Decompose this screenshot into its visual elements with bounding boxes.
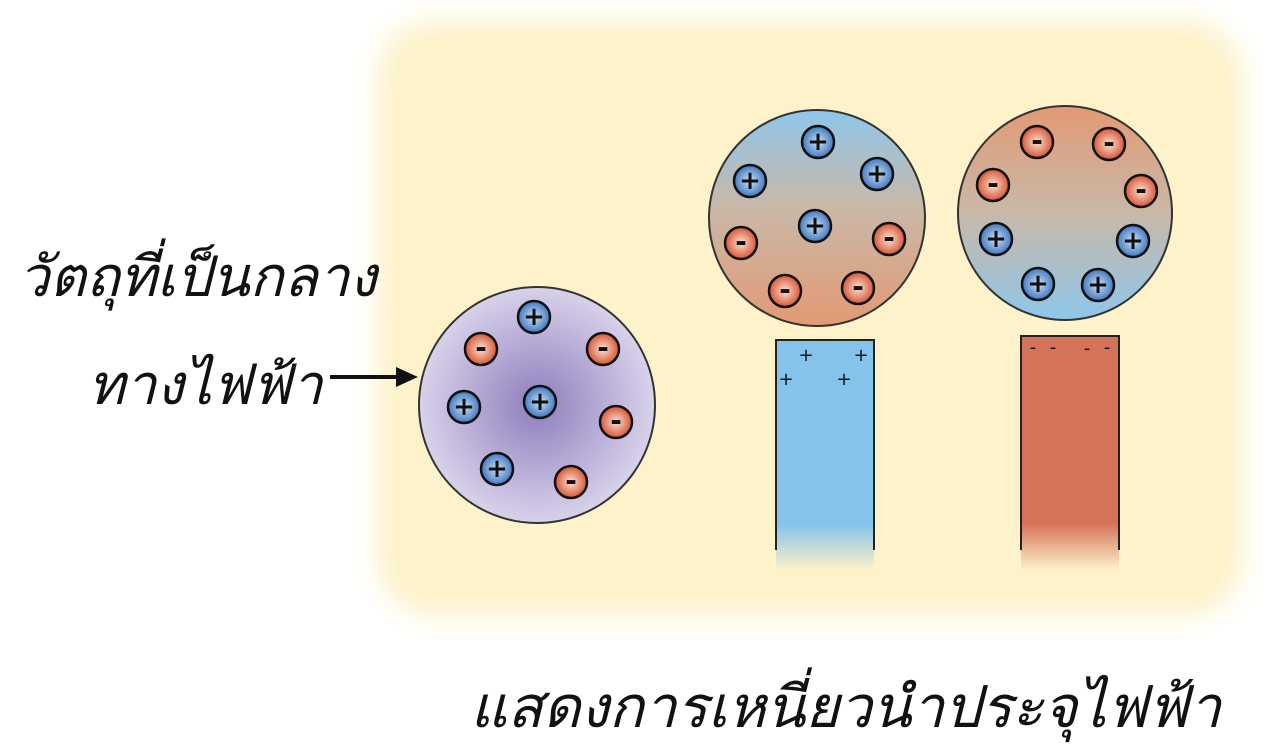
svg-text:-: -: [779, 273, 791, 306]
svg-text:+: +: [866, 159, 888, 189]
negative-charge: -: [723, 225, 759, 261]
sphere-attracting-negative: [957, 105, 1173, 321]
rod-surface-positive-charge: +: [778, 369, 793, 390]
positive-charge: +: [516, 299, 552, 335]
positive-charge: +: [522, 384, 558, 420]
positive-charge: +: [1115, 223, 1151, 259]
neutral-object-label-line1: วัตถุที่เป็นกลาง: [18, 245, 377, 310]
negative-charge: -: [553, 464, 589, 500]
positive-charge: +: [797, 208, 833, 244]
svg-text:-: -: [852, 270, 864, 303]
negative-charge: -: [871, 221, 907, 257]
negative-charge: -: [1123, 173, 1159, 209]
rod-surface-positive-charge: +: [836, 369, 851, 390]
rod-surface-positive-charge: +: [853, 345, 868, 366]
svg-text:-: -: [1031, 124, 1043, 157]
svg-text:-: -: [565, 464, 577, 497]
positive-charge: +: [446, 389, 482, 425]
negative-charge: -: [840, 270, 876, 306]
positive-charge: +: [859, 156, 895, 192]
positive-rod: [775, 339, 875, 570]
svg-text:+: +: [807, 127, 829, 157]
positive-charge: +: [732, 163, 768, 199]
svg-text:-: -: [735, 225, 747, 258]
diagram-caption: แสดงการเหนี่ยวนำประจุไฟฟ้า: [470, 673, 1222, 741]
rod-surface-negative-charge: -: [1030, 337, 1037, 358]
svg-text:+: +: [453, 392, 475, 422]
negative-charge: -: [585, 331, 621, 367]
negative-charge: -: [975, 167, 1011, 203]
svg-text:+: +: [529, 387, 551, 417]
svg-text:+: +: [523, 302, 545, 332]
positive-charge: +: [479, 451, 515, 487]
svg-text:-: -: [1103, 126, 1115, 159]
rod-surface-positive-charge: +: [798, 345, 813, 366]
negative-charge: -: [598, 404, 634, 440]
svg-text:-: -: [610, 404, 622, 437]
negative-charge: -: [463, 331, 499, 367]
svg-text:+: +: [1027, 269, 1049, 299]
svg-text:+: +: [739, 166, 761, 196]
negative-charge: -: [1019, 124, 1055, 160]
svg-text:+: +: [985, 224, 1007, 254]
svg-text:+: +: [486, 454, 508, 484]
svg-text:-: -: [475, 331, 487, 364]
rod-surface-negative-charge: -: [1084, 338, 1091, 359]
positive-charge: +: [1020, 266, 1056, 302]
rod-surface-negative-charge: -: [1050, 337, 1057, 358]
svg-text:-: -: [597, 331, 609, 364]
rod-surface-negative-charge: -: [1104, 337, 1111, 358]
positive-charge: +: [800, 124, 836, 160]
svg-text:-: -: [883, 221, 895, 254]
negative-charge: -: [1091, 126, 1127, 162]
svg-text:+: +: [1122, 226, 1144, 256]
svg-text:+: +: [1087, 270, 1109, 300]
negative-rod: [1020, 335, 1120, 570]
svg-text:-: -: [1135, 173, 1147, 206]
neutral-object-label-line2: ทางไฟฟ้า: [88, 353, 323, 418]
arrow-to-neutral-sphere: [330, 367, 418, 387]
svg-text:-: -: [987, 167, 999, 200]
negative-charge: -: [767, 273, 803, 309]
positive-charge: +: [1080, 267, 1116, 303]
svg-text:+: +: [804, 211, 826, 241]
positive-charge: +: [978, 221, 1014, 257]
